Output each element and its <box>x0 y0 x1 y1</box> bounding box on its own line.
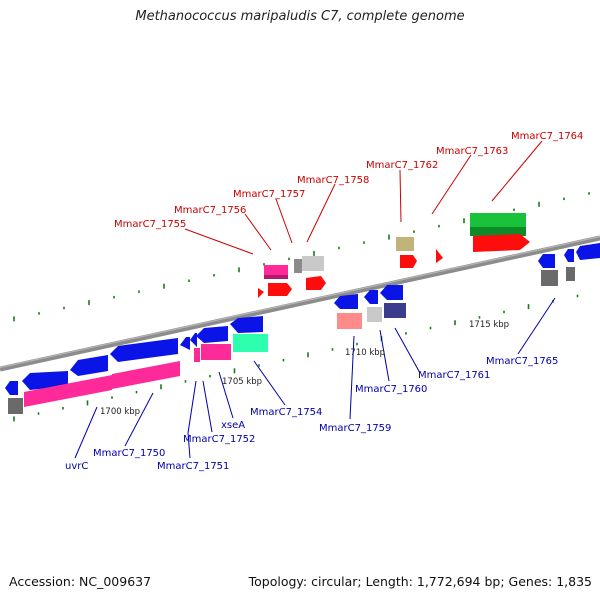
genome-backbone <box>0 235 600 372</box>
gene-feature-xseA[interactable] <box>201 344 231 360</box>
gene-feature-red-long[interactable] <box>473 234 530 252</box>
gene-label-MmarC7_1761[interactable]: MmarC7_1761 <box>418 370 490 381</box>
accession-text: Accession: NC_009637 <box>9 574 152 589</box>
scale-labels: 1700 kbp 1705 kbp 1710 kbp 1715 kbp <box>100 320 509 417</box>
gene-feature-MmarC7_1757[interactable] <box>302 256 324 271</box>
gene-feature-MmarC7_1751[interactable] <box>196 326 228 343</box>
scale-label-1715: 1715 kbp <box>469 320 509 330</box>
gene-feature-MmarC7_1750[interactable] <box>24 375 112 407</box>
gene-label-MmarC7_1758[interactable]: MmarC7_1758 <box>297 175 369 186</box>
gene-feature-blue-5[interactable] <box>190 333 197 347</box>
gene-feature-blue-3[interactable] <box>110 338 178 362</box>
gene-label-MmarC7_1757[interactable]: MmarC7_1757 <box>233 189 305 200</box>
gene-label-MmarC7_1751[interactable]: MmarC7_1751 <box>157 461 229 472</box>
gene-feature-pink-small[interactable] <box>194 348 200 362</box>
gene-feature-olive[interactable] <box>396 237 414 251</box>
gene-feature-MmarC7_1759[interactable] <box>337 313 362 329</box>
gene-feature-blue-6[interactable] <box>334 294 358 309</box>
gene-feature-gray-small[interactable] <box>566 267 575 281</box>
gene-feature-MmarC7_1758[interactable] <box>306 276 326 290</box>
gene-feature-MmarC7_1756[interactable] <box>268 283 292 296</box>
gene-feature-blue-10[interactable] <box>564 249 574 262</box>
gene-feature-MmarC7_1752[interactable] <box>230 316 263 333</box>
gene-label-MmarC7_1750[interactable]: MmarC7_1750 <box>93 448 165 459</box>
gene-feature-blue-1[interactable] <box>22 371 68 390</box>
gene-feature-MmarC7_1763[interactable] <box>436 249 443 263</box>
gene-feature-blue-2[interactable] <box>70 355 108 376</box>
gene-feature-MmarC7_1764[interactable] <box>470 213 526 227</box>
gene-features <box>5 213 600 414</box>
label-leaders <box>74 140 556 459</box>
gene-feature-MmarC7_1762[interactable] <box>400 255 417 268</box>
gene-feature-small-red[interactable] <box>258 288 264 298</box>
map-title: Methanococcus maripaludis C7, complete g… <box>135 9 465 24</box>
gene-feature-gray[interactable] <box>294 259 302 273</box>
scale-label-1700: 1700 kbp <box>100 407 140 417</box>
gene-feature-MmarC7_1764-b[interactable] <box>470 227 526 236</box>
gene-feature-MmarC7_1750-b[interactable] <box>112 361 180 389</box>
forward-gene-labels: MmarC7_1755 MmarC7_1756 MmarC7_1757 Mmar… <box>114 131 583 230</box>
scale-label-1710: 1710 kbp <box>345 348 385 358</box>
gene-feature-blue-7[interactable] <box>364 290 378 304</box>
gene-label-MmarC7_1764[interactable]: MmarC7_1764 <box>511 131 583 142</box>
gene-feature-MmarC7_1755-shade <box>264 275 288 279</box>
gene-label-MmarC7_1760[interactable]: MmarC7_1760 <box>355 384 427 395</box>
gene-feature-blue-8[interactable] <box>380 285 403 300</box>
gene-feature-gray-2[interactable] <box>8 398 23 414</box>
genome-summary-text: Topology: circular; Length: 1,772,694 bp… <box>248 574 592 589</box>
gene-label-MmarC7_1765[interactable]: MmarC7_1765 <box>486 356 558 367</box>
gene-feature-uvrC[interactable] <box>5 381 18 395</box>
gene-label-MmarC7_1763[interactable]: MmarC7_1763 <box>436 146 508 157</box>
gene-label-xseA[interactable]: xseA <box>221 420 245 431</box>
scale-label-1705: 1705 kbp <box>222 377 262 387</box>
reverse-gene-labels: uvrC MmarC7_1750 MmarC7_1751 MmarC7_1752… <box>65 356 558 472</box>
gene-label-uvrC[interactable]: uvrC <box>65 461 88 472</box>
gene-label-MmarC7_1756[interactable]: MmarC7_1756 <box>174 205 246 216</box>
gene-feature-blue-4[interactable] <box>180 337 190 350</box>
gene-feature-MmarC7_1760[interactable] <box>367 307 382 322</box>
gene-label-MmarC7_1759[interactable]: MmarC7_1759 <box>319 423 391 434</box>
gene-feature-MmarC7_1761[interactable] <box>384 303 406 318</box>
gene-feature-blue-9[interactable] <box>538 254 555 268</box>
genome-backbone-highlight <box>0 235 600 369</box>
gene-feature-MmarC7_1754[interactable] <box>233 334 268 352</box>
gene-feature-MmarC7_1765[interactable] <box>541 270 558 286</box>
gene-label-MmarC7_1762[interactable]: MmarC7_1762 <box>366 160 438 171</box>
gene-label-MmarC7_1755[interactable]: MmarC7_1755 <box>114 219 186 230</box>
gene-feature-blue-11[interactable] <box>576 243 600 260</box>
gene-label-MmarC7_1754[interactable]: MmarC7_1754 <box>250 407 322 418</box>
gene-label-MmarC7_1752[interactable]: MmarC7_1752 <box>183 434 255 445</box>
